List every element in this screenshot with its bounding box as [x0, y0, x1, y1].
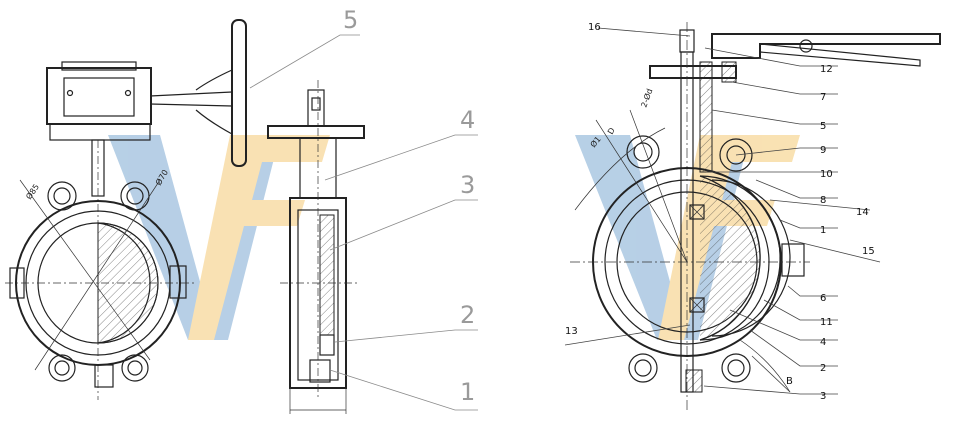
left-front-view: Ø85 Ø70 — [5, 19, 247, 400]
label-1: 1 — [460, 378, 475, 406]
bottom-bush — [309, 359, 331, 383]
label-5: 5 — [820, 121, 826, 132]
neck-section — [699, 61, 713, 173]
left-callouts: 5 4 3 2 1 — [249, 6, 478, 411]
label-4: 4 — [460, 106, 475, 134]
stem-top — [307, 89, 325, 127]
label-10: 10 — [820, 169, 833, 180]
handwheel-shaft — [149, 91, 233, 107]
label-13: 13 — [565, 326, 578, 337]
label-2: 2 — [820, 363, 826, 374]
gearbox-cover — [61, 61, 137, 71]
label-12: 12 — [820, 64, 833, 75]
bottom-plug — [685, 369, 703, 393]
lug-lower-right — [721, 353, 751, 383]
dim-d85: Ø85 — [23, 182, 41, 201]
handwheel-spokes — [195, 69, 233, 135]
lug-upper-left — [626, 135, 660, 169]
label-16: 16 — [588, 22, 601, 33]
lug-bottom-right — [121, 354, 149, 382]
label-b: B — [786, 376, 793, 387]
right-callouts — [564, 27, 881, 395]
label-3: 3 — [820, 391, 826, 402]
label-11: 11 — [820, 317, 833, 328]
side-stub — [781, 243, 805, 277]
disc-profile — [319, 214, 335, 336]
gearbox-panel — [63, 77, 135, 117]
watermark-f-left — [188, 135, 330, 340]
lug-upper-right — [719, 138, 753, 172]
label-6: 6 — [820, 293, 826, 304]
dim-2d: 2-Ød — [638, 87, 654, 109]
label-9: 9 — [820, 145, 826, 156]
label-2: 2 — [460, 301, 475, 329]
label-5: 5 — [343, 6, 358, 34]
lug-lower-left — [628, 353, 658, 383]
right-labels: 16 12 7 5 9 10 8 14 1 15 6 11 4 2 3 13 B — [565, 22, 875, 402]
label-7: 7 — [820, 92, 826, 103]
watermark-logo — [108, 135, 800, 340]
label-3: 3 — [460, 171, 475, 199]
left-side-view — [267, 80, 365, 414]
label-14: 14 — [856, 207, 869, 218]
bottom-plug — [94, 364, 114, 388]
side-stub-right — [169, 265, 187, 299]
label-4: 4 — [820, 337, 826, 348]
label-15: 15 — [862, 246, 875, 257]
handle-lever — [711, 33, 941, 59]
handle-grip — [759, 43, 921, 67]
handwheel-rim — [231, 19, 247, 167]
disc-half — [699, 175, 761, 341]
lug-bottom-left — [48, 354, 76, 382]
label-8: 8 — [820, 195, 826, 206]
label-1: 1 — [820, 225, 826, 236]
right-section-view: D Ø1 2-Ød — [570, 22, 941, 410]
dim-d: D — [606, 126, 617, 136]
